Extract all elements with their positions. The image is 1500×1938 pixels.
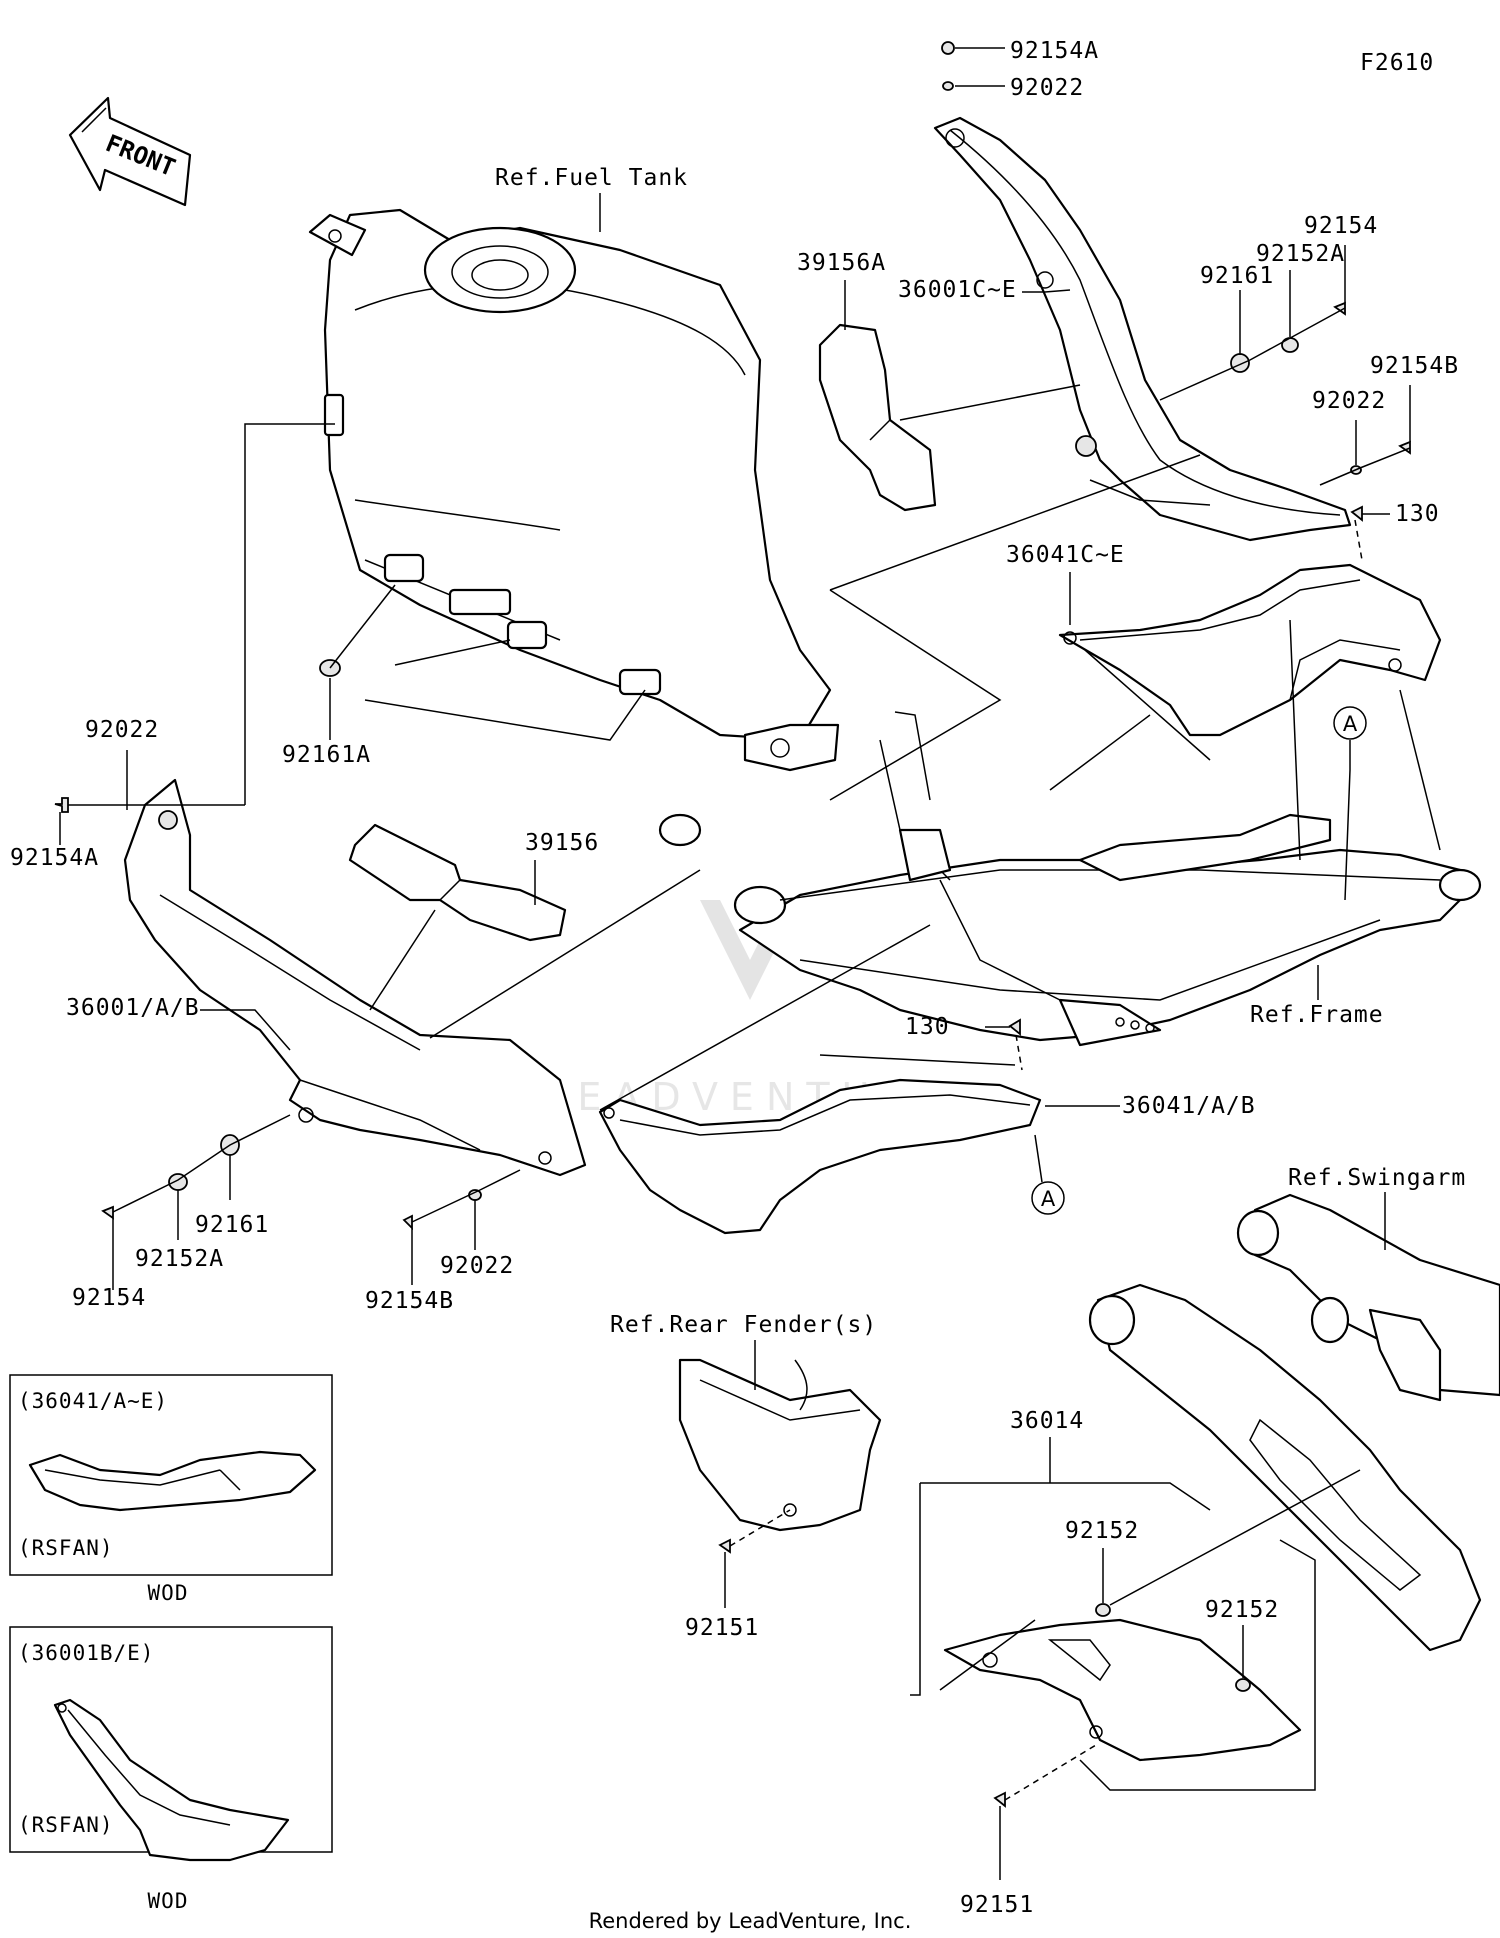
chain-guard-36014: [943, 1618, 1302, 1762]
inset-2-note: (RSFAN): [18, 1813, 114, 1837]
part-label-92022-left: 92022: [85, 717, 159, 743]
bolt-92151-left: [718, 1509, 791, 1608]
part-label-130-right: 130: [1395, 501, 1440, 527]
part-label-92022-right: 92022: [1312, 388, 1386, 414]
callout-a-cover-label: A: [1041, 1187, 1056, 1211]
figure-code: F2610: [1360, 50, 1434, 76]
hardware-center-lower: [402, 1169, 521, 1285]
part-label-92154A-left: 92154A: [10, 845, 99, 871]
bolt-130-right: [1350, 505, 1390, 561]
frame-illustration: [658, 711, 1482, 1047]
ref-frame-label: Ref.Frame: [1250, 1002, 1384, 1028]
part-label-92022-bottom: 92022: [440, 1253, 514, 1279]
hardware-top: [941, 41, 1005, 91]
part-label-92152-a: 92152: [1065, 1518, 1139, 1544]
part-label-92154B-left: 92154B: [365, 1288, 454, 1314]
pad-39156A: [818, 323, 937, 512]
inset-1-caption: WOD: [148, 1581, 189, 1605]
bolt-92154A-left: [54, 423, 335, 813]
part-label-92154B-right: 92154B: [1370, 353, 1459, 379]
inset-1-note: (RSFAN): [18, 1536, 114, 1560]
part-label-92151-right: 92151: [960, 1892, 1034, 1918]
part-label-92151-left: 92151: [685, 1615, 759, 1641]
part-label-92161A: 92161A: [282, 742, 371, 768]
part-label-92154A-top: 92154A: [1010, 38, 1099, 64]
bolt-92151-right: [993, 1744, 1097, 1880]
callout-a-cover: A: [1031, 1134, 1065, 1215]
bolt-130-middle: [985, 1018, 1023, 1071]
part-label-130-middle: 130: [905, 1014, 950, 1040]
grommet-92161A: [319, 584, 646, 741]
side-cover-36001C-E: [933, 116, 1352, 542]
part-label-92152A-left: 92152A: [135, 1246, 224, 1272]
swingarm-illustration: [1088, 1193, 1500, 1652]
ref-fuel-tank-label: Ref.Fuel Tank: [495, 165, 688, 191]
footer-credit: Rendered by LeadVenture, Inc.: [589, 1909, 912, 1933]
inset-box-1: (36041/A~E) (RSFAN): [9, 1374, 333, 1576]
ref-swingarm-label: Ref.Swingarm: [1288, 1165, 1466, 1191]
part-label-36041C-E: 36041C~E: [1006, 542, 1125, 568]
inset-2-caption: WOD: [148, 1889, 189, 1913]
rear-fender-illustration: [678, 1358, 882, 1532]
part-label-36001-A-B: 36001/A/B: [66, 995, 200, 1021]
front-arrow: FRONT: [68, 96, 192, 207]
part-label-92154-right: 92154: [1304, 213, 1378, 239]
hardware-right-mid: [1319, 385, 1411, 486]
part-label-92161-right: 92161: [1200, 263, 1274, 289]
inset-2-title: (36001B/E): [18, 1641, 154, 1665]
part-label-92152-b: 92152: [1205, 1597, 1279, 1623]
part-label-92022-top: 92022: [1010, 75, 1084, 101]
nuts-92152: [1095, 1469, 1361, 1692]
part-label-36001C-E: 36001C~E: [898, 277, 1017, 303]
side-cover-36041C-E: [1058, 563, 1442, 737]
part-label-92154-left: 92154: [72, 1285, 146, 1311]
part-label-36014: 36014: [1010, 1408, 1084, 1434]
inset-1-title: (36041/A~E): [18, 1389, 168, 1413]
part-label-39156A: 39156A: [797, 250, 886, 276]
hardware-right-upper: [1159, 245, 1346, 401]
side-cover-36041-A-B: [598, 1078, 1042, 1235]
callout-a-frame-label: A: [1343, 712, 1358, 736]
part-label-39156: 39156: [525, 830, 599, 856]
inset-box-2: (36001B/E) (RSFAN): [9, 1626, 333, 1862]
ref-rear-fender-label: Ref.Rear Fender(s): [610, 1312, 877, 1338]
hardware-left-lower: [101, 1114, 291, 1290]
side-cover-36001: [123, 778, 587, 1177]
part-label-92161-left: 92161: [195, 1212, 269, 1238]
pad-39156: [348, 823, 567, 942]
callout-a-frame: A: [1333, 706, 1367, 901]
part-label-92152A-right: 92152A: [1256, 241, 1345, 267]
fuel-tank-illustration: [308, 208, 840, 772]
part-label-36041-A-B: 36041/A/B: [1122, 1093, 1256, 1119]
